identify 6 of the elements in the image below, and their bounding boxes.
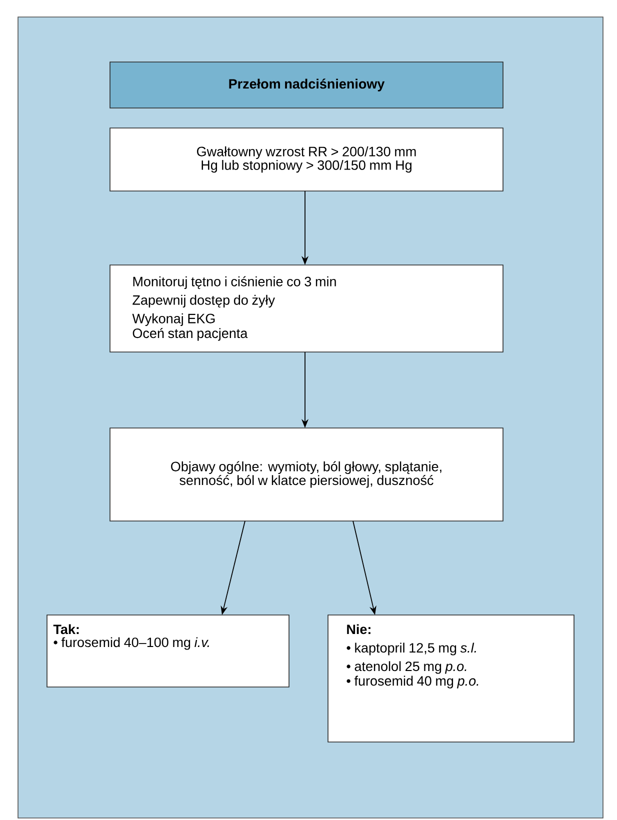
process-box: Objawy ogólne: wymioty, ból głowy, splątanie, senność, ból w klatce piersiowej, duszność (110, 428, 504, 522)
title-box: Przełom nadciśnieniowy (110, 62, 504, 108)
result-box: Tak: • furosemid 40–100 mg i.v. (46, 614, 290, 688)
result-box: Nie: • kaptopril 12,5 mg s.l. • atenolol 25 mg p.o. • furosemid 40 mg p.o. (328, 614, 574, 742)
process-box: Gwałtowny wzrost RR > 200/130 mm Hg lub stopniowy > 300/150 mm Hg (110, 128, 504, 192)
process-box: Monitoruj tętno i ciśnienie co 3 min Zapewnij dostęp do żyły Wykonaj EKG Oceń stan pacjenta (110, 264, 504, 352)
